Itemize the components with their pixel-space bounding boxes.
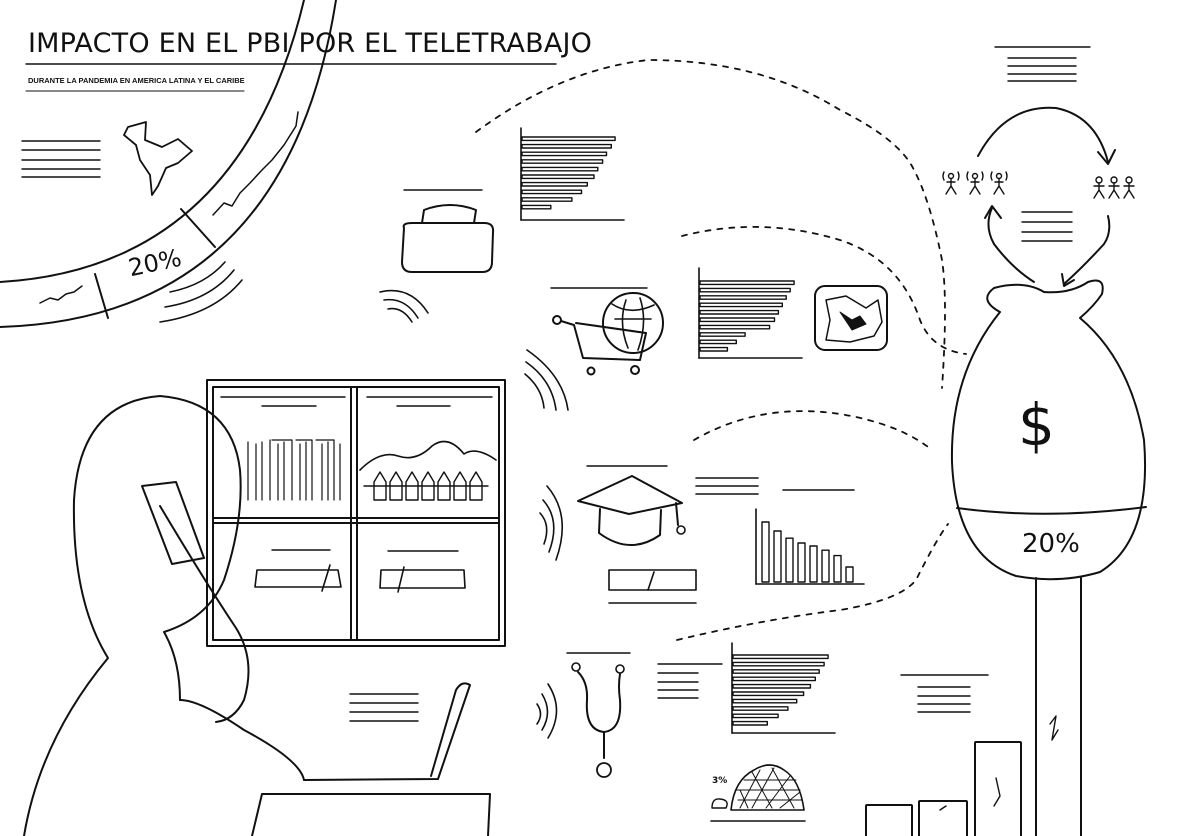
bottom-bar-1 (732, 661, 825, 667)
bottom-bar-0 (732, 654, 829, 660)
chart-axes (520, 127, 989, 734)
bottom-bar-3 (732, 676, 817, 682)
money-bag-icon: $ 20% (950, 279, 1147, 581)
column-bar-0 (761, 521, 770, 583)
people-icon (1093, 176, 1135, 199)
column-bar-5 (821, 549, 830, 583)
column-bar-4 (809, 545, 818, 583)
money-bag-percent-label: 20% (1022, 529, 1080, 559)
middle-bar-6 (699, 324, 771, 330)
pillar (1035, 577, 1082, 836)
column-bar-1 (773, 530, 782, 583)
text-lines-left (21, 140, 101, 178)
globe-icon: 20% (0, 0, 337, 328)
column-bar-chart (761, 521, 854, 583)
bottom-bar-4 (732, 683, 812, 689)
top-bar-9 (521, 204, 552, 210)
wifi-signal-icon (159, 261, 569, 739)
page-title: IMPACTO EN EL PBI POR EL TELETRABAJO (28, 28, 593, 59)
middle-bar-chart (699, 280, 795, 352)
dotted-connectors (475, 59, 967, 641)
middle-bar-9 (699, 346, 729, 352)
corner-column-chart (865, 741, 1022, 836)
top-bar-8 (521, 197, 573, 202)
top-bar-2 (521, 151, 608, 157)
top-bar-3 (521, 159, 604, 164)
graduation-cap-icon (577, 465, 686, 546)
text-lines-education (608, 477, 855, 604)
column-bar-6 (833, 554, 842, 583)
text-lines-top-right (994, 46, 1091, 242)
bottom-bar-2 (732, 669, 820, 674)
top-bar-7 (521, 189, 583, 195)
middle-bar-7 (699, 332, 746, 337)
middle-bar-1 (699, 287, 791, 293)
money-symbol: $ (1018, 391, 1055, 459)
briefcase-icon (401, 189, 495, 273)
globe-percent-label: 20% (126, 244, 184, 282)
stethoscope-icon (566, 652, 631, 778)
person-icon (23, 395, 305, 836)
bottom-bar-7 (732, 706, 789, 711)
top-bar-5 (521, 174, 595, 180)
middle-bar-3 (699, 302, 784, 308)
shopping-cart-icon (550, 287, 664, 376)
middle-bar-5 (699, 317, 776, 323)
middle-bar-8 (699, 339, 737, 345)
middle-bar-2 (699, 295, 787, 300)
middle-bar-0 (699, 280, 795, 286)
column-bar-2 (785, 537, 794, 583)
remote-workers-icon (942, 171, 1008, 195)
map-icon (814, 285, 888, 351)
food-percent-label: 3% (712, 776, 727, 786)
laptop-icon (251, 682, 491, 836)
top-bar-6 (521, 181, 589, 187)
middle-bar-4 (699, 309, 780, 315)
page-subtitle: DURANTE LA PANDEMIA EN AMERICA LATINA Y … (28, 76, 245, 85)
food-pile-icon: 3% (710, 764, 806, 822)
text-lines-person (349, 693, 419, 722)
top-bar-4 (521, 166, 599, 172)
dashboard-monitor (206, 379, 506, 647)
top-bar-chart (521, 136, 616, 210)
bottom-bar-chart (732, 654, 829, 726)
column-bar-7 (845, 566, 854, 583)
cycle-arrows (977, 106, 1116, 287)
column-bar-3 (797, 542, 806, 583)
bottom-bar-8 (732, 713, 779, 719)
bottom-bar-6 (732, 698, 798, 704)
top-bar-1 (521, 143, 613, 149)
bottom-bar-5 (732, 691, 805, 697)
bottom-bar-9 (732, 720, 768, 726)
top-bar-0 (521, 136, 616, 142)
